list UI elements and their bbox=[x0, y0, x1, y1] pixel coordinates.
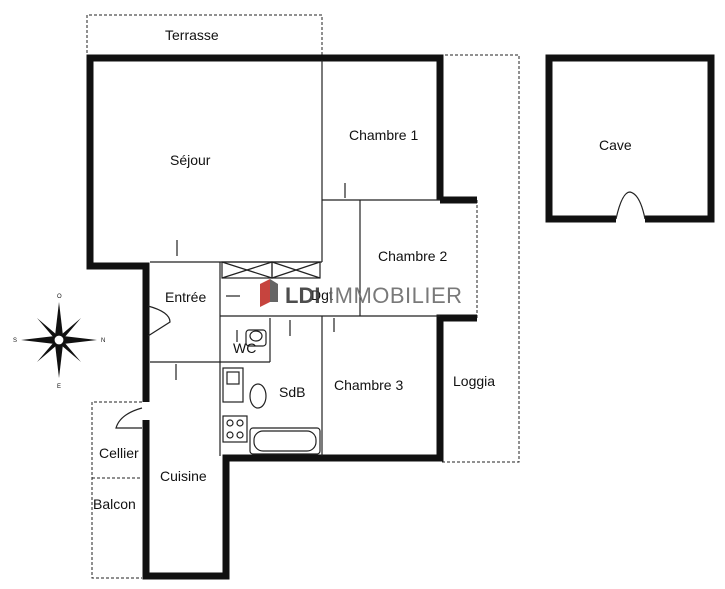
cellier-door bbox=[115, 407, 143, 429]
exterior-walls bbox=[86, 54, 477, 580]
compass-rose: O E S N bbox=[13, 294, 105, 390]
bathroom-fixtures bbox=[245, 329, 321, 455]
room-label-sejour: Séjour bbox=[170, 152, 211, 168]
room-label-chambre2: Chambre 2 bbox=[378, 248, 447, 264]
logo-rest-text: IMMOBILIER bbox=[328, 283, 463, 308]
logo-bold-text: LDI bbox=[285, 283, 320, 308]
direction-arrows bbox=[175, 183, 346, 380]
loggia-area bbox=[440, 54, 520, 463]
ldi-logo-icon bbox=[260, 279, 278, 307]
entry-door bbox=[147, 305, 171, 337]
room-label-dgt: Dgt bbox=[311, 287, 333, 303]
room-label-entree: Entrée bbox=[165, 289, 206, 305]
room-label-cuisine: Cuisine bbox=[160, 468, 207, 484]
room-label-chambre1: Chambre 1 bbox=[349, 127, 418, 143]
compass-east: E bbox=[57, 384, 61, 390]
terrasse-area bbox=[86, 14, 323, 58]
closets bbox=[221, 261, 321, 279]
compass-south: S bbox=[13, 338, 17, 344]
room-label-terrasse: Terrasse bbox=[165, 27, 219, 43]
room-label-sdb: SdB bbox=[279, 384, 305, 400]
cave bbox=[545, 54, 715, 223]
ldi-logo-watermark: LDI IMMOBILIER bbox=[260, 279, 463, 308]
room-label-loggia: Loggia bbox=[453, 373, 495, 389]
cellier-balcon-area bbox=[91, 401, 142, 579]
room-label-cellier: Cellier bbox=[99, 445, 139, 461]
room-label-chambre3: Chambre 3 bbox=[334, 377, 403, 393]
kitchen-appliances bbox=[222, 367, 248, 443]
compass-north: N bbox=[101, 338, 105, 344]
room-label-wc: WC bbox=[233, 340, 256, 356]
room-label-balcon: Balcon bbox=[93, 496, 136, 512]
compass-west: O bbox=[57, 294, 62, 300]
room-label-cave: Cave bbox=[599, 137, 632, 153]
